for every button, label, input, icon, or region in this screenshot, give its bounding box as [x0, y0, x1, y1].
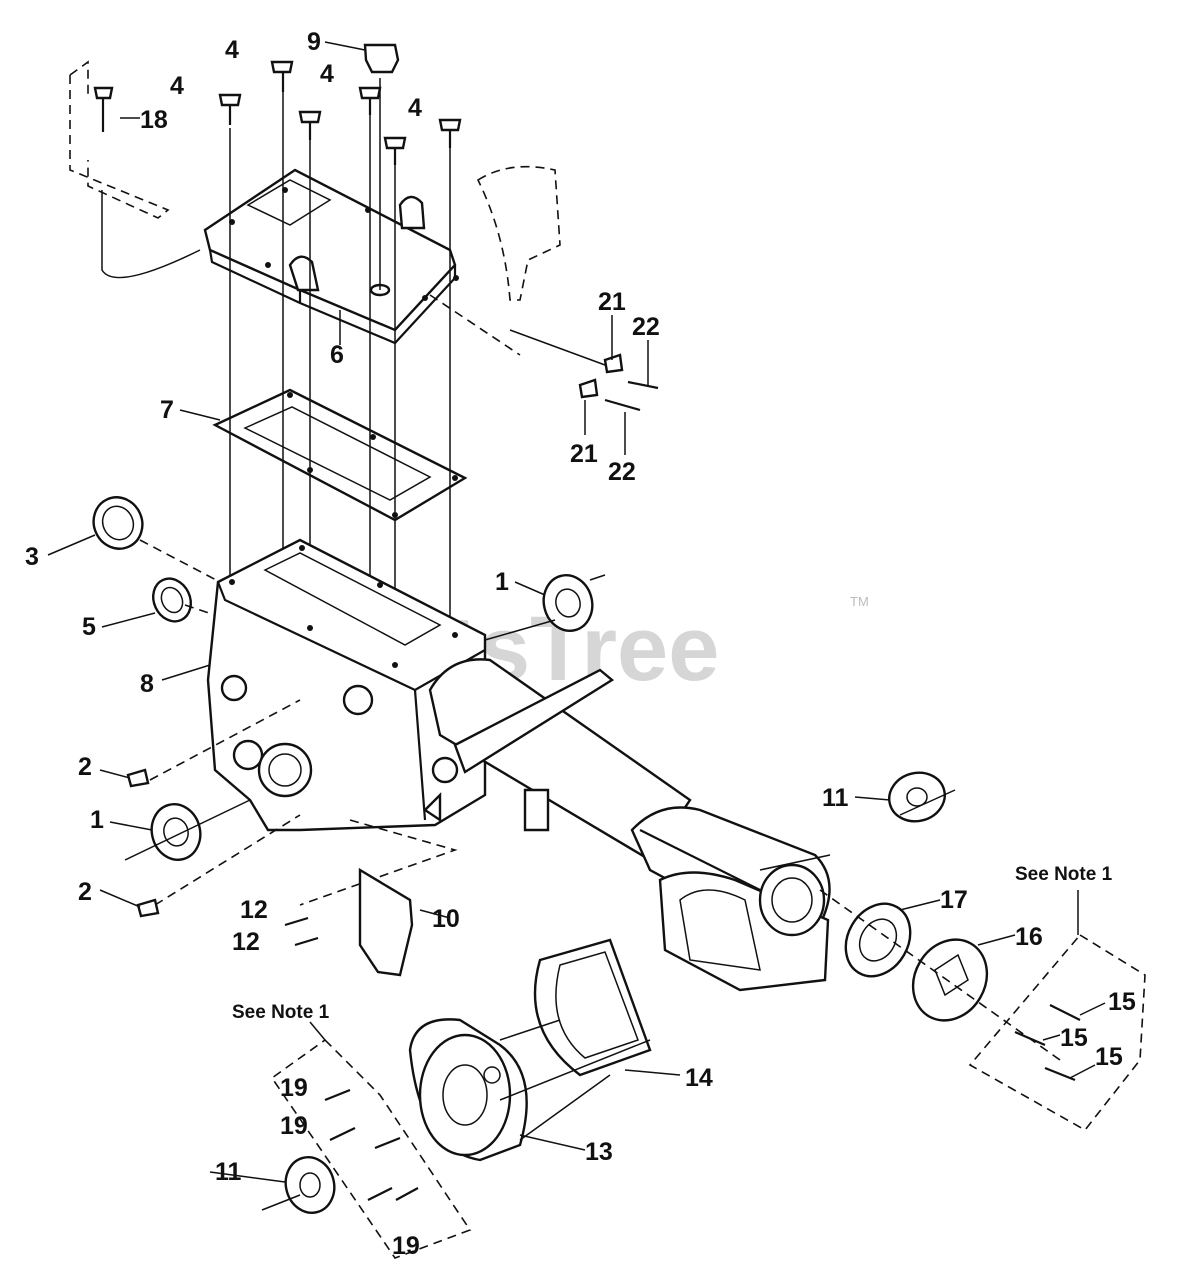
label-part-12b: 12	[232, 928, 260, 956]
label-part-5: 5	[82, 613, 96, 641]
seal-11-left	[284, 1156, 336, 1214]
label-part-4d: 4	[408, 94, 422, 122]
label-part-4b: 4	[170, 72, 184, 100]
label-part-19b: 19	[280, 1112, 308, 1140]
label-part-1b: 1	[90, 806, 104, 834]
flange-link-lines	[499, 1019, 651, 1141]
note-box-right	[968, 933, 1146, 1132]
dash-link-lines	[124, 329, 956, 1211]
label-part-7: 7	[160, 396, 174, 424]
label-part-21a: 21	[598, 288, 626, 316]
note-box-left	[270, 1038, 472, 1259]
cover-16	[911, 938, 989, 1022]
label-part-9: 9	[307, 28, 321, 56]
gearbox-housing	[206, 538, 487, 832]
label-part-18: 18	[140, 106, 168, 134]
label-part-3: 3	[25, 543, 39, 571]
gasket-14	[533, 938, 652, 1077]
bearing-1-lower	[150, 803, 202, 861]
right-axis-line	[819, 889, 1061, 1061]
note-left-leader	[309, 1021, 326, 1041]
label-part-13: 13	[585, 1138, 613, 1166]
note-label-right: See Note 1	[1015, 864, 1113, 885]
cover-plate	[203, 168, 459, 345]
note-label-left: See Note 1	[232, 1002, 330, 1023]
label-part-2b: 2	[78, 878, 92, 906]
label-part-19a: 19	[280, 1074, 308, 1102]
fasteners	[93, 43, 1081, 1201]
leader-lines	[47, 41, 1106, 1183]
gasket	[212, 388, 468, 522]
label-part-17: 17	[940, 886, 968, 914]
label-part-1a: 1	[495, 568, 509, 596]
trademark-symbol: TM	[850, 594, 869, 609]
label-part-2a: 2	[78, 753, 92, 781]
label-part-8: 8	[140, 670, 154, 698]
label-part-22a: 22	[632, 313, 660, 341]
axle-tube	[428, 658, 831, 992]
gasket-17	[844, 902, 912, 978]
label-part-11a: 11	[822, 784, 849, 812]
bearing-1-upper	[542, 574, 594, 632]
label-part-15b: 15	[1060, 1024, 1088, 1052]
seal-11-right	[888, 771, 946, 823]
label-part-19c: 19	[392, 1232, 420, 1260]
handle-bracket-outline	[69, 60, 170, 219]
part-labels: 4 4 4 4 9 18 6 7 21 22 21 22 3 5 8 1 2 1…	[25, 28, 1136, 1260]
handle-bracket-link-line	[101, 190, 201, 279]
label-part-15c: 15	[1095, 1043, 1123, 1071]
label-part-16: 16	[1015, 923, 1043, 951]
shift-quadrant-outline	[476, 165, 561, 301]
label-part-4c: 4	[320, 60, 334, 88]
label-part-6: 6	[330, 341, 344, 369]
label-part-11b: 11	[215, 1158, 242, 1186]
label-part-22b: 22	[608, 458, 636, 486]
assembly-lines	[229, 75, 521, 665]
label-part-14: 14	[685, 1064, 713, 1092]
label-part-12a: 12	[240, 896, 268, 924]
bushing-5	[152, 577, 192, 623]
bearing-cap-13	[408, 1018, 528, 1162]
bracket-10	[358, 867, 414, 977]
label-part-15a: 15	[1108, 988, 1136, 1016]
seal-3	[92, 496, 144, 550]
label-part-10: 10	[432, 905, 460, 933]
label-part-21b: 21	[570, 440, 598, 468]
label-part-4a: 4	[225, 36, 239, 64]
